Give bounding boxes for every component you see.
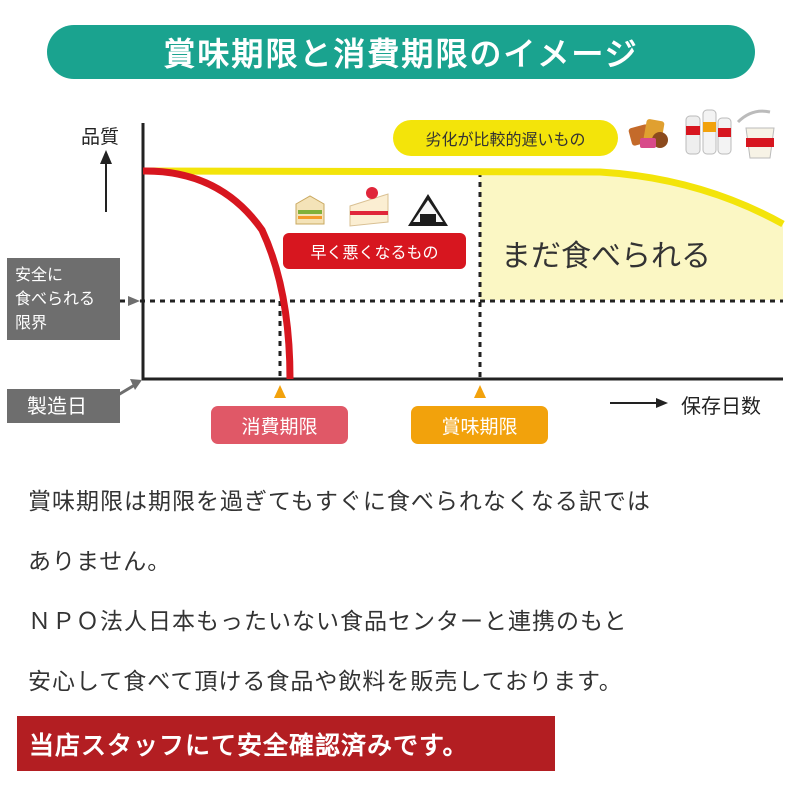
consumption-tag-arrow: [274, 385, 286, 398]
x-axis-label: 保存日数: [681, 394, 761, 418]
snacks-icon: [628, 119, 668, 148]
days-arrow-head: [656, 398, 668, 408]
page-title: 賞味期限と消費期限のイメージ: [47, 25, 755, 79]
bottled-drinks-icon: [685, 109, 732, 155]
best-before-tag: 賞味期限: [411, 406, 548, 444]
cake-icon: [349, 187, 389, 227]
y-axis-label: 品質: [81, 126, 120, 148]
onigiri-icon: [408, 194, 448, 226]
safety-limit-label-line: 安全に: [15, 265, 64, 284]
quality-arrow-head: [100, 150, 112, 164]
body-line: 安心して食べて頂ける食品や飲料を販売しております。: [28, 669, 623, 695]
safety-confirmed-banner: 当店スタッフにて安全確認済みです。: [17, 716, 555, 771]
slow-degrade-curve: [142, 167, 785, 228]
origin-label: 製造日: [7, 389, 120, 423]
fast-degrade-curve: [142, 167, 294, 380]
safety-limit-label: 安全に 食べられる 限界: [7, 258, 120, 340]
consumption-deadline-tag: 消費期限: [211, 406, 348, 444]
safety-limit-label-line: 限界: [15, 313, 48, 332]
cup-noodle-icon: [736, 109, 775, 159]
still-edible-area: [480, 172, 783, 300]
best-before-tag-arrow: [474, 385, 486, 398]
safety-limit-arrow: [128, 296, 140, 306]
origin-arrow-head: [130, 379, 142, 390]
fast-foods-tag: 早く悪くなるもの: [283, 233, 466, 269]
sandwich-icon: [295, 195, 325, 225]
body-line: ありません。: [28, 549, 172, 575]
slow-foods-tag: 劣化が比較的遅いもの: [393, 120, 618, 156]
body-line: 賞味期限は期限を過ぎてもすぐに食べられなくなる訳では: [28, 489, 651, 515]
body-line: ＮＰＯ法人日本もったいない食品センターと連携のもと: [28, 609, 628, 635]
safety-limit-label-line: 食べられる: [15, 289, 96, 308]
still-edible-label: まだ食べられる: [501, 239, 711, 274]
